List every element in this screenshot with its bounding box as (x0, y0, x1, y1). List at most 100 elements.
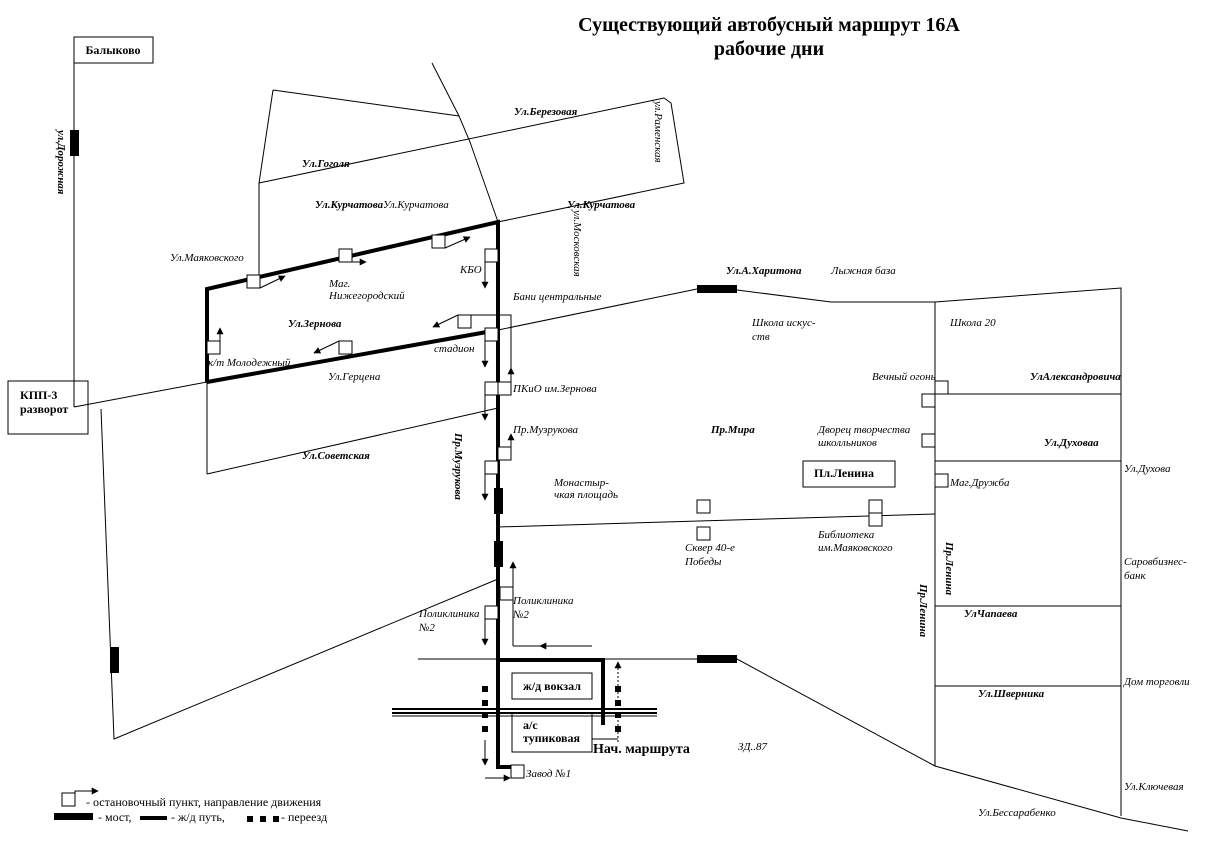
bus-station-box[interactable] (511, 712, 593, 753)
street-kurchatova-1: Ул.Курчатова (315, 199, 384, 211)
place-labels: Маг. Нижегородский КБО Бани центральные … (208, 264, 1190, 780)
place-monastyrskaya: Монастыр- (553, 477, 609, 489)
street-kurchatova-3: Ул.Курчатова (567, 199, 636, 211)
bus-stop-icon[interactable] (484, 381, 499, 396)
bus-stop-icon[interactable] (921, 433, 936, 448)
bus-stop-icon[interactable] (338, 248, 353, 263)
place-bani: Бани центральные (512, 291, 601, 303)
bus-station-label: а/с (523, 718, 538, 732)
bus-stop-icon[interactable] (484, 460, 499, 475)
street-bessarabenko: Ул.Бессарабенко (978, 807, 1056, 819)
route-start-label: Нач. маршрута (593, 742, 690, 757)
bus-stop-icon[interactable] (246, 274, 261, 289)
place-shkola-iskusstv: Школа искус- (751, 317, 816, 329)
street-pr-mira: Пр.Мира (710, 424, 755, 436)
street-zernova: Ул.Зернова (288, 318, 342, 330)
street-ramenskaya: ул.Раменская (652, 100, 664, 163)
pl-lenina-label: Пл.Ленина (814, 466, 874, 480)
pl-lenina-box[interactable] (802, 460, 896, 488)
place-shkola-20: Школа 20 (949, 317, 996, 329)
bus-stop-icon[interactable] (497, 381, 512, 396)
bus-stop-icon[interactable] (338, 340, 353, 355)
legend-bridge-text: - мост, (98, 810, 132, 824)
bus-route-16a (205, 219, 605, 769)
bus-stop-icon[interactable] (499, 586, 514, 601)
bridge-icon (494, 541, 503, 567)
balykovo-label: Балыково (86, 43, 141, 57)
street-aleksandrovicha: УлАлександровича (1030, 371, 1121, 383)
street-berezovaya: Ул.Березовая (514, 106, 578, 118)
bus-stop-icon[interactable] (206, 340, 221, 355)
zd-vokzal-box[interactable] (511, 672, 593, 700)
street-klyuchevaya: Ул.Ключевая (1124, 781, 1184, 793)
kpp3-label-2: разворот (20, 402, 68, 416)
bus-stop-icon[interactable] (921, 393, 936, 408)
street-moskovskaya: ул.Московская (571, 209, 583, 277)
street-lenina-2: Пр.Ленина (917, 583, 929, 638)
place-monastyrskaya-2: чкая площадь (554, 489, 618, 501)
street-mayakovskogo: Ул.Маяковского (170, 252, 244, 264)
street-duhovaa: Ул.Духоваа (1044, 437, 1099, 449)
legend-stop-icon (61, 792, 76, 807)
map-subtitle: рабочие дни (714, 38, 824, 60)
bus-stop-icon[interactable] (510, 764, 525, 779)
place-poliklinika-left: Поликлиника (418, 608, 480, 620)
bus-stop-icon[interactable] (484, 248, 499, 263)
map-title: Существующий автобусный маршрут 16А (578, 14, 960, 36)
legend-rail-text: - ж/д путь, (171, 810, 225, 824)
place-kbo: КБО (459, 264, 482, 276)
legend: - остановочный пункт, направление движен… (54, 787, 327, 824)
bus-stop-icon[interactable] (868, 499, 883, 514)
zd-vokzal-label: ж/д вокзал (523, 679, 581, 693)
bus-stop-icon[interactable] (484, 327, 499, 342)
kpp3-label: КПП-3 (20, 388, 57, 402)
place-skver: Сквер 40-е (685, 542, 735, 554)
bus-station-label-2: тупиковая (523, 731, 581, 745)
bus-stop-icon[interactable] (696, 526, 711, 541)
place-zd87: ЗД..87 (738, 741, 767, 753)
bus-stops (206, 234, 949, 782)
balykovo-box[interactable] (73, 36, 154, 64)
street-shvernika: Ул.Шверника (978, 688, 1045, 700)
place-mag-druzhba: Маг.Дружба (949, 477, 1010, 489)
legend-stop-text: - остановочный пункт, направление движен… (86, 795, 322, 809)
place-biblioteka: Библиотека (817, 529, 875, 541)
bus-stop-icon[interactable] (497, 446, 512, 461)
bus-stop-icon[interactable] (696, 499, 711, 514)
place-biblioteka-2: им.Маяковского (818, 542, 893, 554)
place-dom-torgovli: Дом торговли (1123, 676, 1190, 688)
street-labels: ул.Дорожная Ул.Березовая ул.Раменская Ул… (55, 100, 1184, 819)
bridge-icon (110, 647, 119, 673)
legend-crossing-text: - переезд (281, 810, 327, 824)
place-zavod: Завод №1 (526, 768, 571, 780)
place-dvorets-2: школльников (818, 437, 877, 449)
place-lyzhnaya-baza: Лыжная база (830, 265, 896, 277)
place-kt-molodezhny: к/т Молодежный (208, 357, 291, 369)
place-sarovbiznesbank: Саровбизнес- (1124, 556, 1187, 568)
place-skver-2: Победы (684, 556, 722, 568)
bus-stop-icon[interactable] (431, 234, 446, 249)
bus-stop-icon[interactable] (484, 605, 499, 620)
bus-stop-icon[interactable] (868, 512, 883, 527)
roads (73, 62, 1189, 832)
bridge-icon (494, 488, 503, 514)
street-gertsena: Ул.Герцена (328, 371, 381, 383)
place-poliklinika-right-2: №2 (512, 609, 529, 621)
bus-stop-icon[interactable] (934, 380, 949, 395)
bus-stop-icon[interactable] (457, 314, 472, 329)
kpp3-box[interactable] (7, 380, 89, 435)
bus-stop-icon[interactable] (934, 473, 949, 488)
place-dvorets: Дворец творчества (817, 424, 911, 436)
street-gogolya: Ул.Гоголя (302, 158, 350, 170)
street-chapaeva: УлЧапаева (964, 608, 1018, 620)
bridge-icon (697, 655, 737, 663)
place-poliklinika-right: Поликлиника (512, 595, 574, 607)
place-pkio: ПКиО им.Зернова (512, 383, 597, 395)
street-dorozhnaya: ул.Дорожная (55, 128, 67, 195)
place-poliklinika-left-2: №2 (418, 622, 435, 634)
legend-bridge-icon (54, 813, 93, 820)
street-sovetskaya: Ул.Советская (302, 450, 370, 462)
bridge-icon (70, 130, 79, 156)
street-muzrukova: Пр.Музрукова (452, 432, 464, 500)
